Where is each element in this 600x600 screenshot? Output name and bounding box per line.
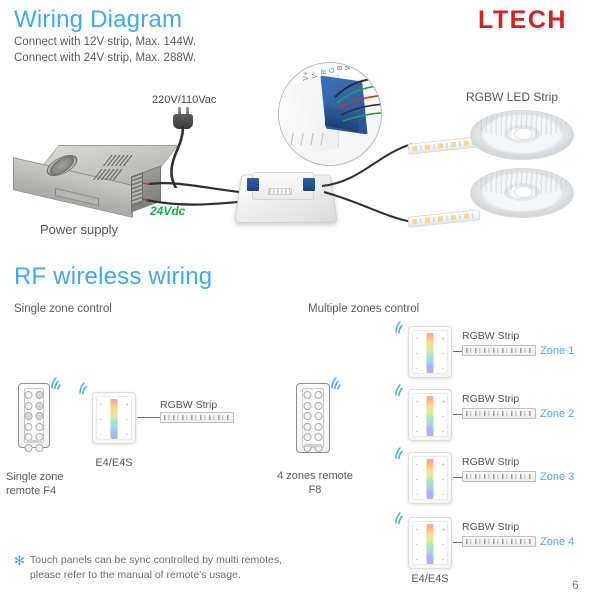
terminal-label-v-minus: V- <box>312 71 319 79</box>
rf-signal-icon-zone-1 <box>395 321 403 334</box>
wiring-note-24v: Connect with 24V strip, Max. 288W. <box>14 52 197 64</box>
single-zone-heading: Single zone control <box>14 303 112 315</box>
footnote-line-1: Touch panels can be sync controlled by m… <box>29 554 283 566</box>
zone-label-4: Zone 4 <box>540 536 575 548</box>
strip-label-zone-3: RGBW Strip <box>462 456 520 468</box>
rgbw-strip-zone-4 <box>462 536 536 547</box>
controller-pin-header <box>268 188 292 195</box>
rf-signal-icon-zone-2 <box>395 384 403 397</box>
strip-label-zone-4: RGBW Strip <box>462 521 520 533</box>
led-strip-reel-1 <box>470 110 574 160</box>
strip-label-single: RGBW Strip <box>160 399 218 411</box>
color-gradient-strip[interactable] <box>110 399 118 439</box>
remote-f8[interactable] <box>296 383 330 453</box>
color-gradient-strip[interactable] <box>426 524 434 564</box>
controller-connector-left <box>247 178 259 191</box>
remote-f4-caption-line1: Single zone <box>6 471 64 483</box>
color-gradient-strip[interactable] <box>426 333 434 373</box>
touch-panel-zone-1[interactable]: ▪♦ ▪▪ ▪▪ <box>408 326 452 378</box>
section-title-rf-wireless: RF wireless wiring <box>14 263 213 290</box>
zone-label-1: Zone 1 <box>540 345 575 357</box>
page-number: 6 <box>572 578 579 592</box>
panel-strip-lead-single <box>137 417 161 419</box>
color-gradient-strip[interactable] <box>426 459 434 499</box>
rgbw-strip-zone-3 <box>462 471 536 482</box>
strip-output-wires <box>321 143 413 223</box>
remote-f4[interactable] <box>18 383 50 452</box>
touch-panel-zone-4[interactable]: ▪♦ ▪▪ ▪▪ <box>408 517 452 569</box>
rf-signal-icon-f4 <box>51 377 61 390</box>
rf-signal-icon-zone-3 <box>395 447 403 460</box>
panel-caption-e4-multi: E4/E4S <box>411 573 449 585</box>
touch-panel-e4-single[interactable]: ▪ ♦ ▪ ▪ ▪ ▪ <box>92 392 136 444</box>
terminal-label-r: R <box>321 69 328 75</box>
remote-f8-caption-line1: 4 zones remote <box>277 470 353 482</box>
strip-label-zone-1: RGBW Strip <box>462 330 520 342</box>
rf-signal-icon-f8 <box>331 377 341 390</box>
zone-label-2: Zone 2 <box>540 408 575 420</box>
dc-output-label: 24Vdc <box>150 204 186 218</box>
magnifier-circle: V+ V- R G B W <box>278 62 382 166</box>
wiring-note-12v: Connect with 12V strip, Max. 144W. <box>14 36 197 48</box>
terminal-label-v-plus: V+ <box>303 71 310 81</box>
power-supply-label: Power supply <box>40 222 119 237</box>
remote-f4-caption-line2: remote F4 <box>6 485 57 497</box>
panel-caption-e4-single: E4/E4S <box>95 457 133 469</box>
controller-connector-right <box>303 178 315 191</box>
led-strip-reel-2 <box>470 168 574 218</box>
rf-signal-icon-e4-single <box>79 382 87 395</box>
rgbw-led-strip-label: RGBW LED Strip <box>466 90 559 104</box>
touch-panel-zone-3[interactable]: ▪♦ ▪▪ ▪▪ <box>408 452 452 504</box>
footnote: ✻ Touch panels can be sync controlled by… <box>14 553 282 583</box>
rf-signal-icon-zone-4 <box>395 512 403 525</box>
remote-f8-caption-line2: F8 <box>308 484 322 496</box>
page-title-wiring-diagram: Wiring Diagram <box>14 6 183 33</box>
color-gradient-strip[interactable] <box>426 396 434 436</box>
rgbw-strip-zone-1 <box>462 345 536 356</box>
rgbw-strip-zone-2 <box>462 408 536 419</box>
ltech-logo: LTECH <box>478 6 567 34</box>
rgbw-strip-single <box>160 412 234 423</box>
ac-input-label: 220V/110Vac <box>152 94 217 106</box>
multiple-zones-heading: Multiple zones control <box>308 303 420 315</box>
footnote-line-2: please refer to the manual of remote's u… <box>29 569 241 581</box>
touch-panel-zone-2[interactable]: ▪♦ ▪▪ ▪▪ <box>408 389 452 441</box>
terminal-label-w: W <box>345 63 352 71</box>
asterisk-icon: ✻ <box>14 553 25 568</box>
terminal-label-b: B <box>337 65 344 71</box>
zone-label-3: Zone 3 <box>540 471 575 483</box>
strip-label-zone-2: RGBW Strip <box>462 393 520 405</box>
